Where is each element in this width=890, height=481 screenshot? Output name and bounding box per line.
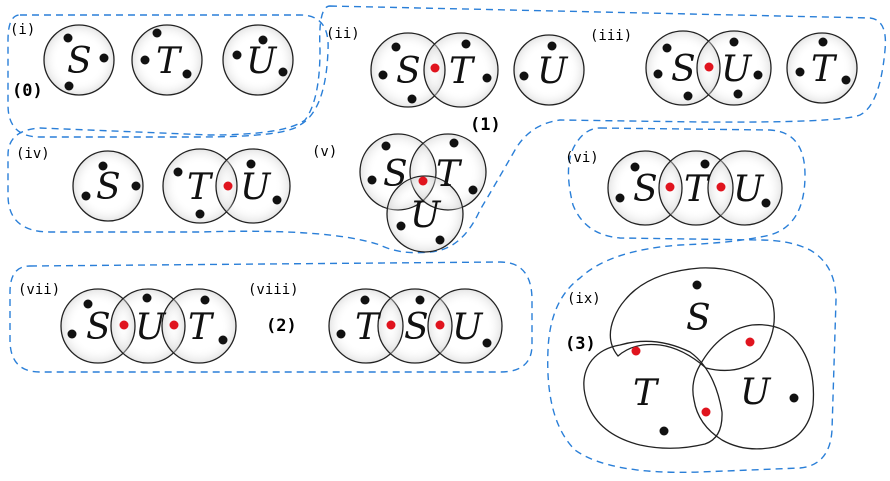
panel-label: (vii) [18, 282, 60, 298]
group-3-label: (3) [565, 334, 596, 354]
panel-iv: (iv) S T U [16, 146, 291, 224]
set-u-label: U [410, 195, 442, 236]
shared-point [701, 407, 711, 417]
shared-point [119, 320, 129, 330]
set-u-label: U [246, 41, 278, 82]
panel-label: (iii) [590, 28, 632, 44]
group-0-boundary [7, 14, 329, 138]
set-t-label: T [684, 169, 711, 210]
panel-viii: (viii) T S U [248, 282, 503, 364]
panel-label: (v) [312, 144, 337, 160]
shared-point [631, 346, 641, 356]
panel-ii: (ii) S T U [326, 26, 585, 108]
group-1-label: (1) [470, 115, 501, 135]
group-2-label: (2) [266, 316, 297, 336]
group-2-boundary [9, 261, 533, 373]
set-s-label: S [671, 49, 696, 90]
set-t-label: T [355, 307, 382, 348]
shared-point [745, 337, 755, 347]
set-t-region [583, 340, 723, 449]
panel-ix: (ix) S T U [567, 267, 815, 450]
set-t-label: T [156, 41, 183, 82]
points [659, 280, 799, 436]
set-t-label: T [633, 373, 660, 414]
set-t-label: T [187, 167, 214, 208]
set-t-circle [786, 32, 858, 104]
set-u-label: U [733, 169, 765, 210]
points [615, 159, 771, 208]
set-u-circle [215, 148, 291, 224]
panel-vi: (vi) S T U [565, 150, 783, 226]
set-u-label: U [452, 307, 484, 348]
points [63, 28, 288, 91]
group-3-boundary [547, 127, 837, 474]
points [653, 37, 851, 101]
shared-point [716, 182, 726, 192]
set-s-label: S [396, 51, 421, 92]
set-s-region [609, 267, 775, 372]
set-s-circle [72, 150, 144, 222]
points [378, 39, 557, 104]
panel-label: (ii) [326, 26, 360, 42]
shared-point [430, 63, 440, 73]
shared-point [418, 176, 428, 186]
set-s-label: S [686, 298, 711, 339]
set-s-circle [43, 24, 115, 96]
set-s-label: S [67, 41, 92, 82]
set-t-label: T [188, 307, 215, 348]
set-t-circle [423, 32, 499, 108]
set-u-circle [386, 175, 464, 253]
shared-point [435, 320, 445, 330]
shared-point [386, 320, 396, 330]
points [336, 295, 492, 348]
set-t-label: T [811, 49, 838, 90]
group-0-label: (0) [12, 81, 43, 101]
shared-point [223, 181, 233, 191]
set-u-circle [696, 30, 772, 106]
set-u-label: U [240, 167, 272, 208]
set-t-label: T [436, 154, 463, 195]
panel-vii: (vii) S U T [18, 282, 237, 364]
shared-point [704, 62, 714, 72]
panel-label: (iv) [16, 146, 50, 162]
set-u-circle [222, 24, 294, 96]
set-u-label: U [740, 372, 772, 413]
panel-label: (i) [10, 22, 35, 38]
set-s-label: S [86, 307, 111, 348]
set-u-label: U [721, 49, 753, 90]
set-s-label: S [96, 167, 121, 208]
set-u-circle [513, 34, 585, 106]
set-t-circle [161, 288, 237, 364]
set-s-label: S [383, 154, 408, 195]
set-u-region [692, 324, 815, 450]
shared-point [665, 182, 675, 192]
set-u-label: U [537, 51, 569, 92]
panel-iii: (iii) S U T [590, 28, 858, 106]
panel-v: (v) S T U [312, 133, 487, 253]
set-t-label: T [449, 51, 476, 92]
points [81, 159, 282, 219]
points [367, 138, 478, 245]
points [67, 293, 228, 345]
panel-i: (i) S T U [10, 22, 294, 96]
group-1-boundary [7, 5, 887, 254]
panel-label: (ix) [567, 291, 601, 307]
set-u-label: U [135, 307, 167, 348]
panel-label: (viii) [248, 282, 299, 298]
set-s-label: S [633, 169, 658, 210]
set-s-label: S [404, 307, 429, 348]
panel-label: (vi) [565, 150, 599, 166]
shared-point [169, 320, 179, 330]
